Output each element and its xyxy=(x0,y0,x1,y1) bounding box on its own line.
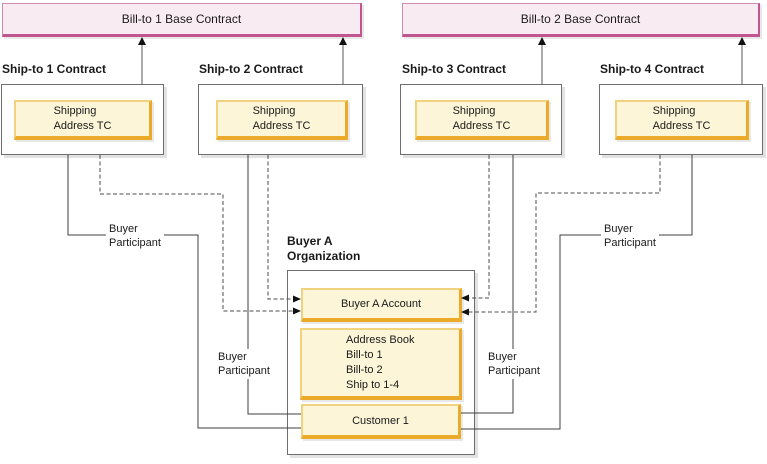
up-arrowheads xyxy=(138,37,746,45)
buyer-participant-label-2: Buyer Participant xyxy=(215,349,273,379)
ship-contract-4-tc-label: Shipping Address TC xyxy=(652,105,711,132)
buyer-participant-label-3: Buyer Participant xyxy=(601,221,659,251)
ship-contract-3-tc-box: Shipping Address TC xyxy=(415,100,549,140)
buyer-participant-label-1: Buyer Participant xyxy=(106,221,164,251)
ship-contract-2-box: Shipping Address TC xyxy=(198,84,363,155)
ship-contract-1-box: Shipping Address TC xyxy=(1,84,164,155)
ship-contract-3-tc-label: Shipping Address TC xyxy=(452,105,511,132)
ship-contract-3-box: Shipping Address TC xyxy=(400,84,562,155)
customer-label: Customer 1 xyxy=(352,414,409,427)
buyer-account-label: Buyer A Account xyxy=(340,298,422,310)
ship-contract-1-title: Ship-to 1 Contract xyxy=(2,62,106,76)
base-contract-2-label: Bill-to 2 Base Contract xyxy=(520,12,641,26)
customer-box: Customer 1 xyxy=(301,404,461,439)
ship-contract-1-tc-label: Shipping Address TC xyxy=(53,105,112,132)
base-contract-1-box: Bill-to 1 Base Contract xyxy=(2,3,362,37)
buyer-account-box: Buyer A Account xyxy=(301,288,462,322)
base-contract-2-box: Bill-to 2 Base Contract xyxy=(402,3,760,37)
ship-contract-4-box: Shipping Address TC xyxy=(599,84,763,155)
ship-contract-4-tc-box: Shipping Address TC xyxy=(615,100,749,140)
ship-contract-2-title: Ship-to 2 Contract xyxy=(199,62,303,76)
buyer-participant-label-4: Buyer Participant xyxy=(485,349,543,379)
base-contract-1-label: Bill-to 1 Base Contract xyxy=(121,12,242,26)
ship-contract-3-title: Ship-to 3 Contract xyxy=(402,62,506,76)
ship-contract-2-tc-box: Shipping Address TC xyxy=(216,100,348,140)
ship-contract-4-title: Ship-to 4 Contract xyxy=(600,62,704,76)
ship-contract-2-tc-label: Shipping Address TC xyxy=(252,105,311,132)
address-book-text: Address Book Bill-to 1 Bill-to 2 Ship to… xyxy=(346,334,415,391)
address-book-box: Address Book Bill-to 1 Bill-to 2 Ship to… xyxy=(300,328,462,400)
organization-title: Buyer A Organization xyxy=(287,234,361,263)
ship-contract-1-tc-box: Shipping Address TC xyxy=(14,100,152,140)
